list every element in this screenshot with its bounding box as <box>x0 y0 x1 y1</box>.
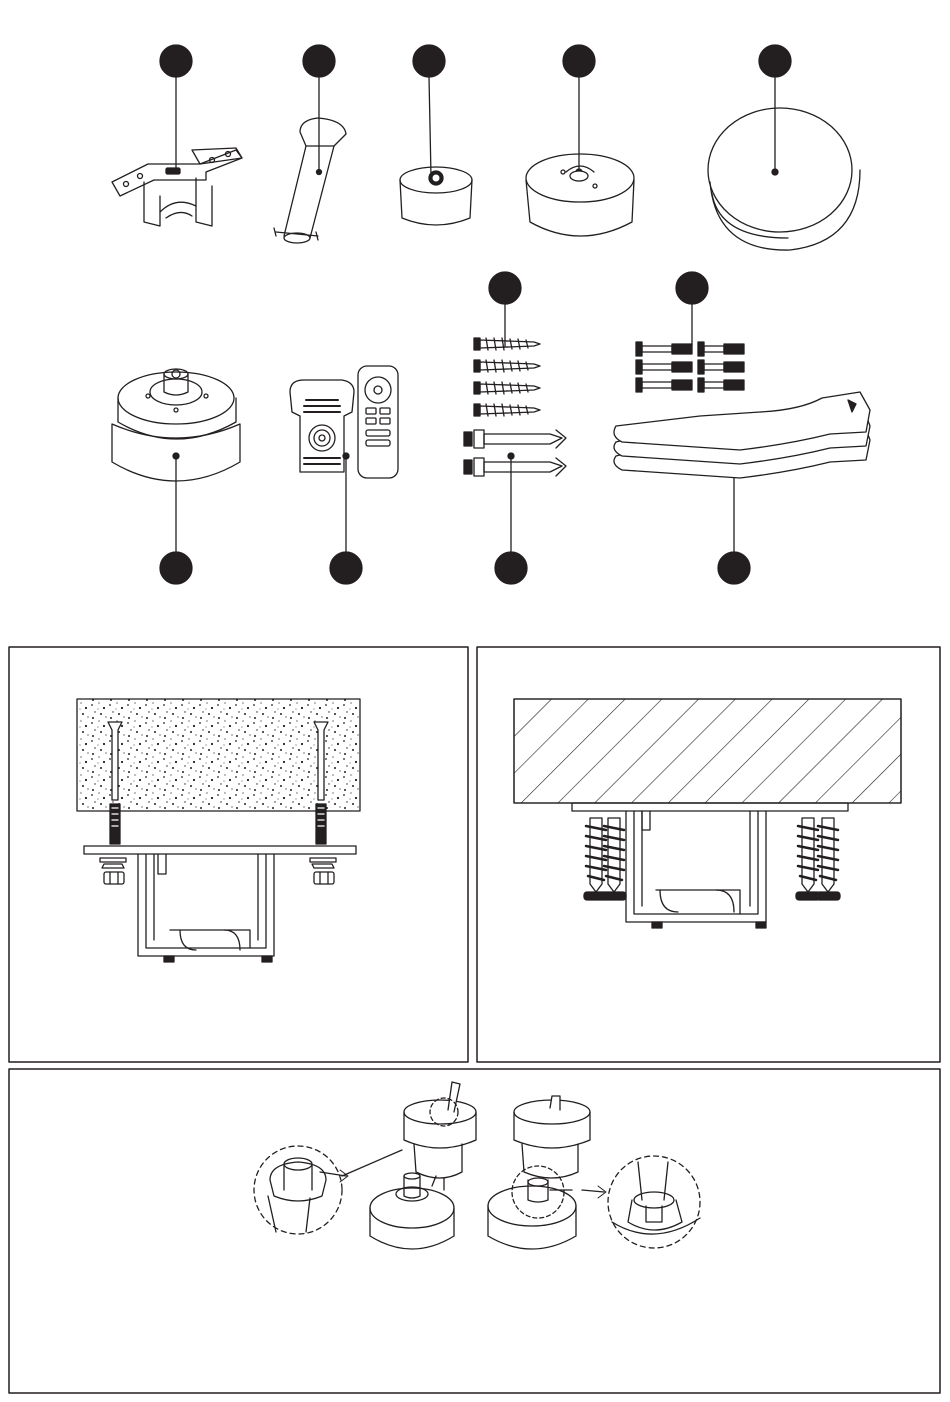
wood-screw-icon <box>584 818 608 900</box>
concrete-ceiling-panel <box>9 647 468 1062</box>
wood-screws-icon <box>474 338 540 416</box>
callout-marker <box>160 453 192 584</box>
wood-ceiling-slab <box>514 699 901 803</box>
mounting-bracket-icon <box>112 148 242 226</box>
screw-icon <box>474 360 540 372</box>
screw-icon <box>474 338 540 350</box>
downrod-motor-assembly-icon <box>488 1096 590 1249</box>
expansion-bolt-icon <box>464 458 566 476</box>
callout-marker <box>563 45 595 175</box>
detail-magnifier-icon <box>582 1156 700 1248</box>
blade-bolt-icon <box>698 378 744 392</box>
blade-bolt-icon <box>636 378 692 392</box>
parts-overview <box>112 45 870 584</box>
wood-screw-icon <box>796 818 820 900</box>
blade-bolt-icon <box>698 342 744 356</box>
small-canopy-icon <box>400 167 472 225</box>
callout-marker <box>160 45 192 170</box>
expansion-bolt-icon <box>464 430 566 448</box>
callout-marker <box>413 45 445 176</box>
light-cover-icon <box>708 108 860 250</box>
expansion-bolts-icon <box>464 430 566 476</box>
remote-control-icon <box>358 366 398 478</box>
blade-bolt-icon <box>636 360 692 374</box>
wood-ceiling-panel <box>477 647 940 1062</box>
washer-and-nut-icon <box>100 858 126 884</box>
blade-bolts-icon <box>636 342 744 392</box>
mounting-bracket-icon <box>572 803 848 928</box>
receiver-icon <box>290 380 354 472</box>
canopy-icon <box>526 154 634 236</box>
blade-bolt-icon <box>698 360 744 374</box>
downrod-motor-assembly-icon <box>370 1082 476 1249</box>
wood-screw-icon <box>816 818 840 900</box>
blade-bolt-icon <box>636 342 692 356</box>
washer-and-nut-icon <box>310 858 336 884</box>
callout-row-top <box>160 45 791 176</box>
fan-blades-icon <box>614 392 870 478</box>
screw-icon <box>474 382 540 394</box>
callout-marker <box>489 272 521 346</box>
screw-icon <box>474 404 540 416</box>
downrod-icon <box>274 118 346 243</box>
motor-connection-panel <box>9 1069 940 1393</box>
callout-marker <box>303 45 335 175</box>
callout-marker <box>676 272 708 345</box>
